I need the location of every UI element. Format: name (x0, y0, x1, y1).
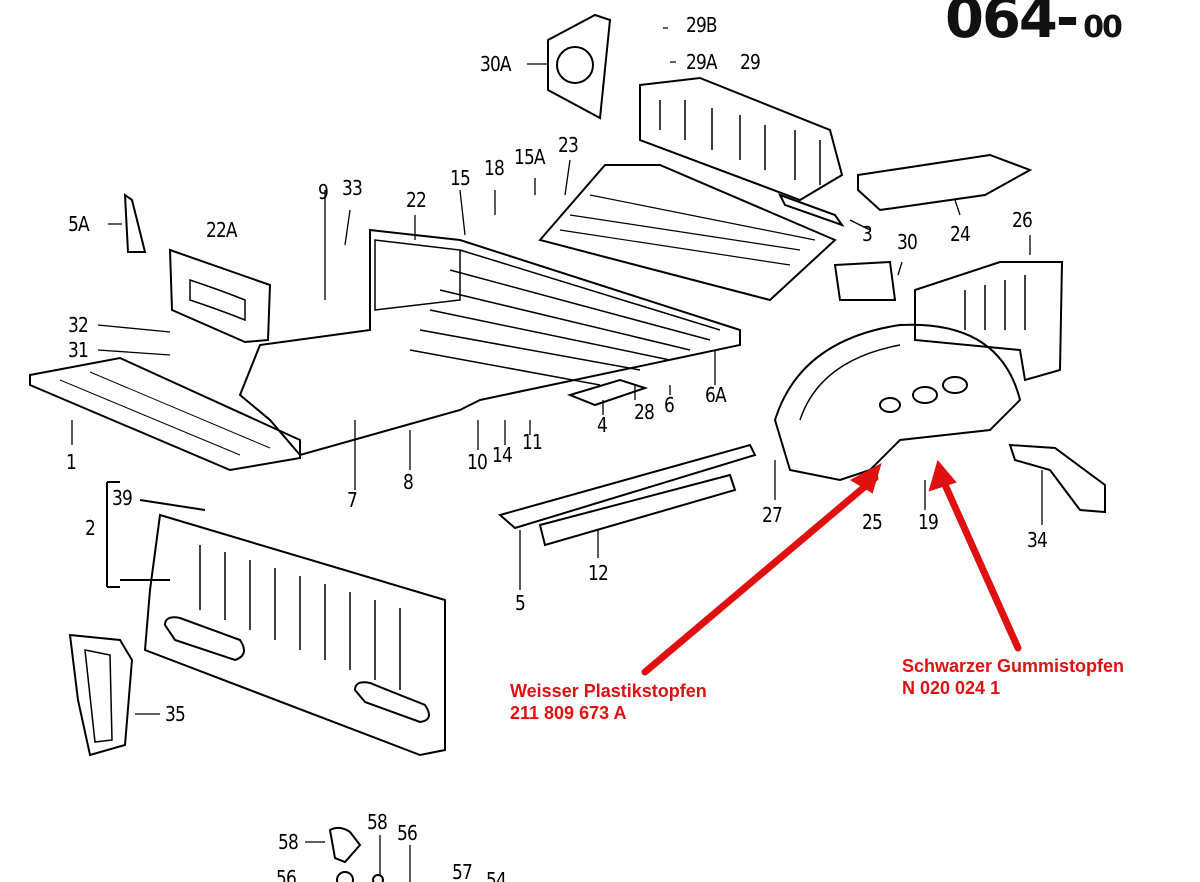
part-label: 25 (862, 510, 883, 534)
part-label: 57 (452, 860, 473, 882)
annotation-black-plug: Schwarzer Gummistopfen N 020 024 1 (902, 655, 1124, 699)
part-label: 5 (515, 591, 526, 615)
part-label: 58 (278, 830, 299, 854)
part-label: 34 (1027, 528, 1048, 552)
part-label: 14 (492, 443, 513, 467)
part-4-plate (566, 378, 649, 407)
part-label: 15A (514, 145, 546, 169)
part-1-rear-floor (29, 356, 301, 472)
page-number-title: 064-00 (945, 0, 1123, 51)
annotation-part-number: N 020 024 1 (902, 678, 1001, 698)
part-label: 19 (918, 510, 939, 534)
part-label: 24 (950, 222, 971, 246)
part-label: 4 (597, 413, 608, 437)
part-label: 30A (480, 52, 512, 76)
part-24-bracket (857, 153, 1033, 212)
part-label: 22A (206, 218, 238, 242)
part-label: 7 (347, 488, 358, 512)
part-main-floor (238, 228, 741, 457)
part-22a-panel (168, 248, 272, 344)
part-label: 56 (276, 866, 297, 882)
part-label: 9 (318, 180, 329, 204)
part-label: 26 (1012, 208, 1033, 232)
part-label: 8 (403, 470, 414, 494)
part-label: 23 (558, 133, 579, 157)
part-35-bracket (68, 633, 134, 757)
part-12-sill (538, 473, 737, 547)
part-label: 35 (165, 702, 186, 726)
part-label: 30 (897, 230, 918, 254)
part-30-bracket (833, 260, 897, 301)
arrow-white-plug (641, 474, 879, 676)
annotation-part-number: 211 809 673 A (510, 703, 627, 723)
part-label: 27 (762, 503, 783, 527)
part-label: 29 (740, 50, 761, 74)
arrowhead-icon (849, 462, 882, 494)
part-30a-bracket (547, 13, 612, 120)
part-label: 6A (705, 383, 727, 407)
part-5-sill (497, 443, 757, 530)
part-label: 10 (467, 450, 488, 474)
part-label: 58 (367, 810, 388, 834)
part-label: 3 (862, 222, 873, 246)
annotation-title: Schwarzer Gummistopfen (902, 656, 1125, 676)
part-label: 18 (484, 156, 505, 180)
part-label: 56 (397, 821, 418, 845)
part-label: 1 (66, 450, 77, 474)
part-label: 28 (634, 400, 655, 424)
arrowhead-icon (928, 459, 957, 492)
part-label: 15 (450, 166, 471, 190)
part-label: 6 (664, 393, 675, 417)
part-27-wheelhouse (773, 323, 1022, 482)
part-2-rear-panel (143, 513, 446, 757)
part-label: 5A (68, 212, 90, 236)
part-label: 32 (68, 313, 89, 337)
part-label: 2 (85, 516, 96, 540)
part-label: 11 (522, 430, 543, 454)
part-23-panel (538, 164, 837, 302)
part-29-sill (639, 76, 844, 202)
part-label: 29B (686, 13, 718, 37)
arrow-black-plug (938, 474, 1022, 652)
part-label: 29A (686, 50, 718, 74)
part-label: 39 (112, 486, 133, 510)
annotation-white-plug: Weisser Plastikstopfen 211 809 673 A (510, 680, 707, 724)
red-arrows (641, 474, 1022, 676)
part-label: 33 (342, 176, 363, 200)
part-label: 22 (406, 188, 427, 212)
annotation-title: Weisser Plastikstopfen (510, 681, 707, 701)
part-5a-bracket (123, 192, 147, 253)
part-26-panel (914, 261, 1064, 382)
part-34-bracket (1008, 443, 1106, 514)
part-label: 12 (588, 561, 609, 585)
part-label: 31 (68, 338, 89, 362)
part-label: 54 (486, 868, 507, 882)
